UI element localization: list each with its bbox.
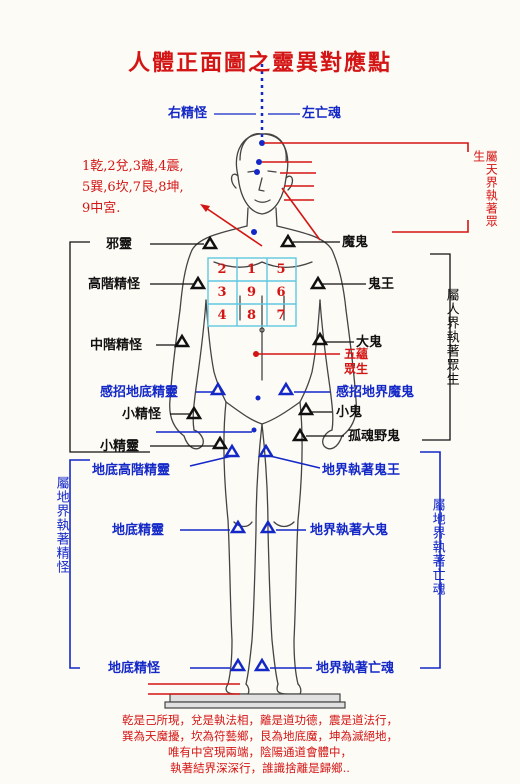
footer-line-3: 唯有中宮現兩端，陰陽通道會體中， [168, 745, 352, 759]
earth-spirit-realm-label: 屬地界執著精怪 [53, 476, 69, 574]
grid-number: 2 [217, 262, 227, 277]
pelvis-point [255, 395, 261, 401]
label-high-spirit: 高階精怪 [88, 277, 141, 292]
label-underground-spirit: 地底精怪 [108, 661, 161, 676]
grid-number: 8 [247, 308, 257, 323]
label-evil-spirit: 邪靈 [106, 237, 133, 252]
grid-number: 5 [276, 262, 286, 277]
grid-number: 4 [217, 308, 227, 323]
grid-number: 3 [217, 285, 227, 300]
label-underground-high-elf: 地底高階精靈 [92, 463, 171, 478]
blue-rules [69, 391, 441, 669]
body-outline [169, 133, 357, 695]
label-attract-underground-spirit: 感招地底精靈 [100, 385, 179, 400]
diagram-title: 人體正面圖之靈異對應點 [127, 50, 392, 76]
trigram-line-1: 1乾,2兌,3離,4震, [82, 159, 184, 174]
footer-line-4: 執著結界深深行，誰識捨離是歸鄉.. [170, 761, 350, 775]
label-big-ghost: 大鬼 [356, 335, 383, 350]
label-right-spirit: 右精怪 [168, 106, 208, 121]
label-small-elf: 小精靈 [100, 439, 140, 454]
trigram-line-3: 9中宮. [82, 201, 121, 216]
blue-triangles [209, 381, 295, 672]
label-small-spirit: 小精怪 [122, 407, 162, 422]
black-triangles [173, 233, 329, 450]
foot-lines [148, 683, 240, 695]
pedestal [164, 693, 346, 709]
label-earth-ghost-king: 地界執著鬼王 [322, 463, 401, 478]
belly-point [253, 351, 259, 357]
label-five-aggregates: 五蘊 [344, 347, 369, 361]
grid-number: 6 [276, 285, 286, 300]
nine-palace-grid [207, 257, 297, 327]
footer-verse: 乾是己所現，兌是執法相，離是道功德，震是道法行， 巽為天魔擾，坎為符藝鄉，艮為地… [40, 712, 480, 776]
human-realm-label: 屬人界執著眾生 [443, 288, 459, 386]
footer-line-1: 乾是己所現，兌是執法相，離是道功德，震是道法行， [122, 713, 398, 727]
label-sentient-beings: 眾生 [344, 362, 369, 376]
label-small-ghost: 小鬼 [336, 405, 363, 420]
grid-number: 7 [276, 308, 286, 323]
throat-point [251, 229, 257, 235]
label-lonely-ghost: 孤魂野鬼 [348, 429, 401, 444]
label-left-soul: 左亡魂 [302, 106, 342, 121]
label-ghost-king: 鬼王 [368, 277, 395, 292]
earth-soul-realm-label: 屬地界執著亡魂 [429, 498, 445, 596]
grid-number: 1 [247, 262, 257, 277]
grid-number: 9 [247, 285, 257, 300]
label-earth-lost-soul: 地界執著亡魂 [316, 661, 395, 676]
label-earth-big-ghost: 地界執著大鬼 [310, 523, 389, 538]
label-mid-spirit: 中階精怪 [90, 338, 143, 353]
trigram-arrowhead [200, 204, 210, 212]
label-demon: 魔鬼 [342, 235, 369, 250]
heaven-lines [262, 142, 469, 241]
trigram-line-2: 5巽,6坎,7艮,8坤, [82, 180, 184, 195]
footer-line-2: 巽為天魔擾，坎為符藝鄉，艮為地底魔，坤為滅絕地， [122, 729, 398, 743]
heaven-realm-label: 屬天界執著眾生 [471, 150, 499, 228]
trigram-arrow [202, 205, 263, 247]
label-underground-elf: 地底精靈 [112, 523, 165, 538]
black-rules [69, 241, 451, 453]
groin-point [251, 427, 257, 433]
label-attract-earth-demon: 感招地界魔鬼 [336, 385, 415, 400]
head-points [254, 140, 265, 175]
